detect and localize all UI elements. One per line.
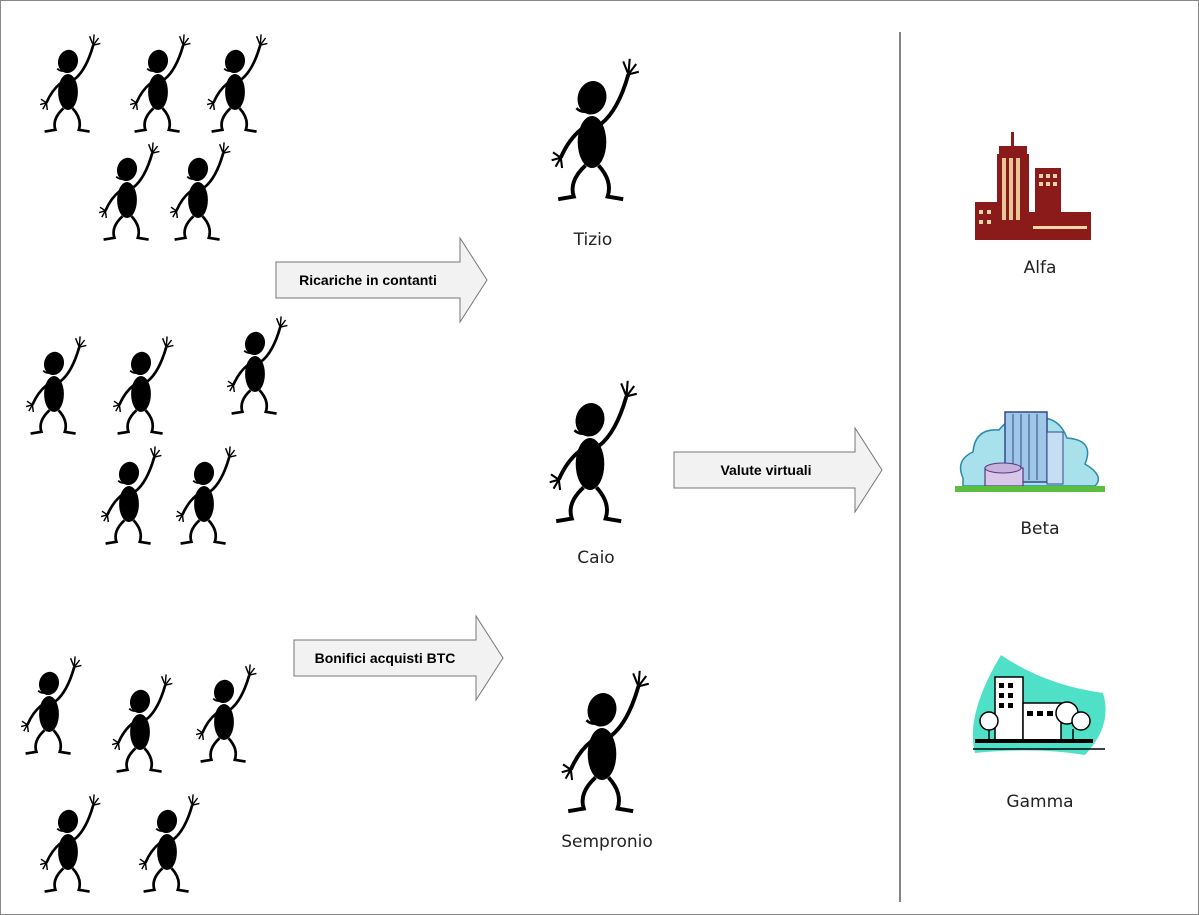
arrow-virtual-label: Valute virtuali xyxy=(720,462,811,478)
person-icon xyxy=(19,655,83,755)
arrow-cash: Ricariche in contanti xyxy=(275,236,488,324)
gamma-label: Gamma xyxy=(1006,792,1074,812)
tizio-person-icon xyxy=(549,56,641,202)
person-icon xyxy=(38,793,102,893)
red-office-tower-icon xyxy=(975,132,1091,240)
person-icon xyxy=(110,673,174,773)
crowd-group-3 xyxy=(19,655,258,893)
person-icon xyxy=(174,445,238,545)
person-icon xyxy=(137,793,201,893)
tizio-label: Tizio xyxy=(573,230,613,250)
arrow-btc: Bonifici acquisti BTC xyxy=(293,614,504,702)
arrow-btc-label: Bonifici acquisti BTC xyxy=(315,650,456,666)
person-icon xyxy=(128,33,192,133)
caio-label: Caio xyxy=(577,548,615,568)
office-park-icon xyxy=(972,655,1106,755)
arrow-cash-label: Ricariche in contanti xyxy=(299,272,437,288)
crowd-group-2 xyxy=(24,315,289,545)
crowd-group-1 xyxy=(38,33,269,241)
person-icon xyxy=(97,141,161,241)
person-icon xyxy=(38,33,102,133)
sempronio-person-icon xyxy=(559,668,651,814)
person-icon xyxy=(24,335,88,435)
glass-skyscraper-icon xyxy=(955,411,1105,492)
sempronio-label: Sempronio xyxy=(561,832,653,852)
person-icon xyxy=(225,315,289,415)
person-icon xyxy=(205,33,269,133)
alfa-label: Alfa xyxy=(1023,258,1057,278)
caio-person-icon xyxy=(547,378,639,524)
person-icon xyxy=(194,663,258,763)
person-icon xyxy=(168,141,232,241)
arrow-virtual: Valute virtuali xyxy=(673,426,883,514)
beta-label: Beta xyxy=(1020,519,1060,539)
person-icon xyxy=(111,335,175,435)
person-icon xyxy=(99,445,163,545)
